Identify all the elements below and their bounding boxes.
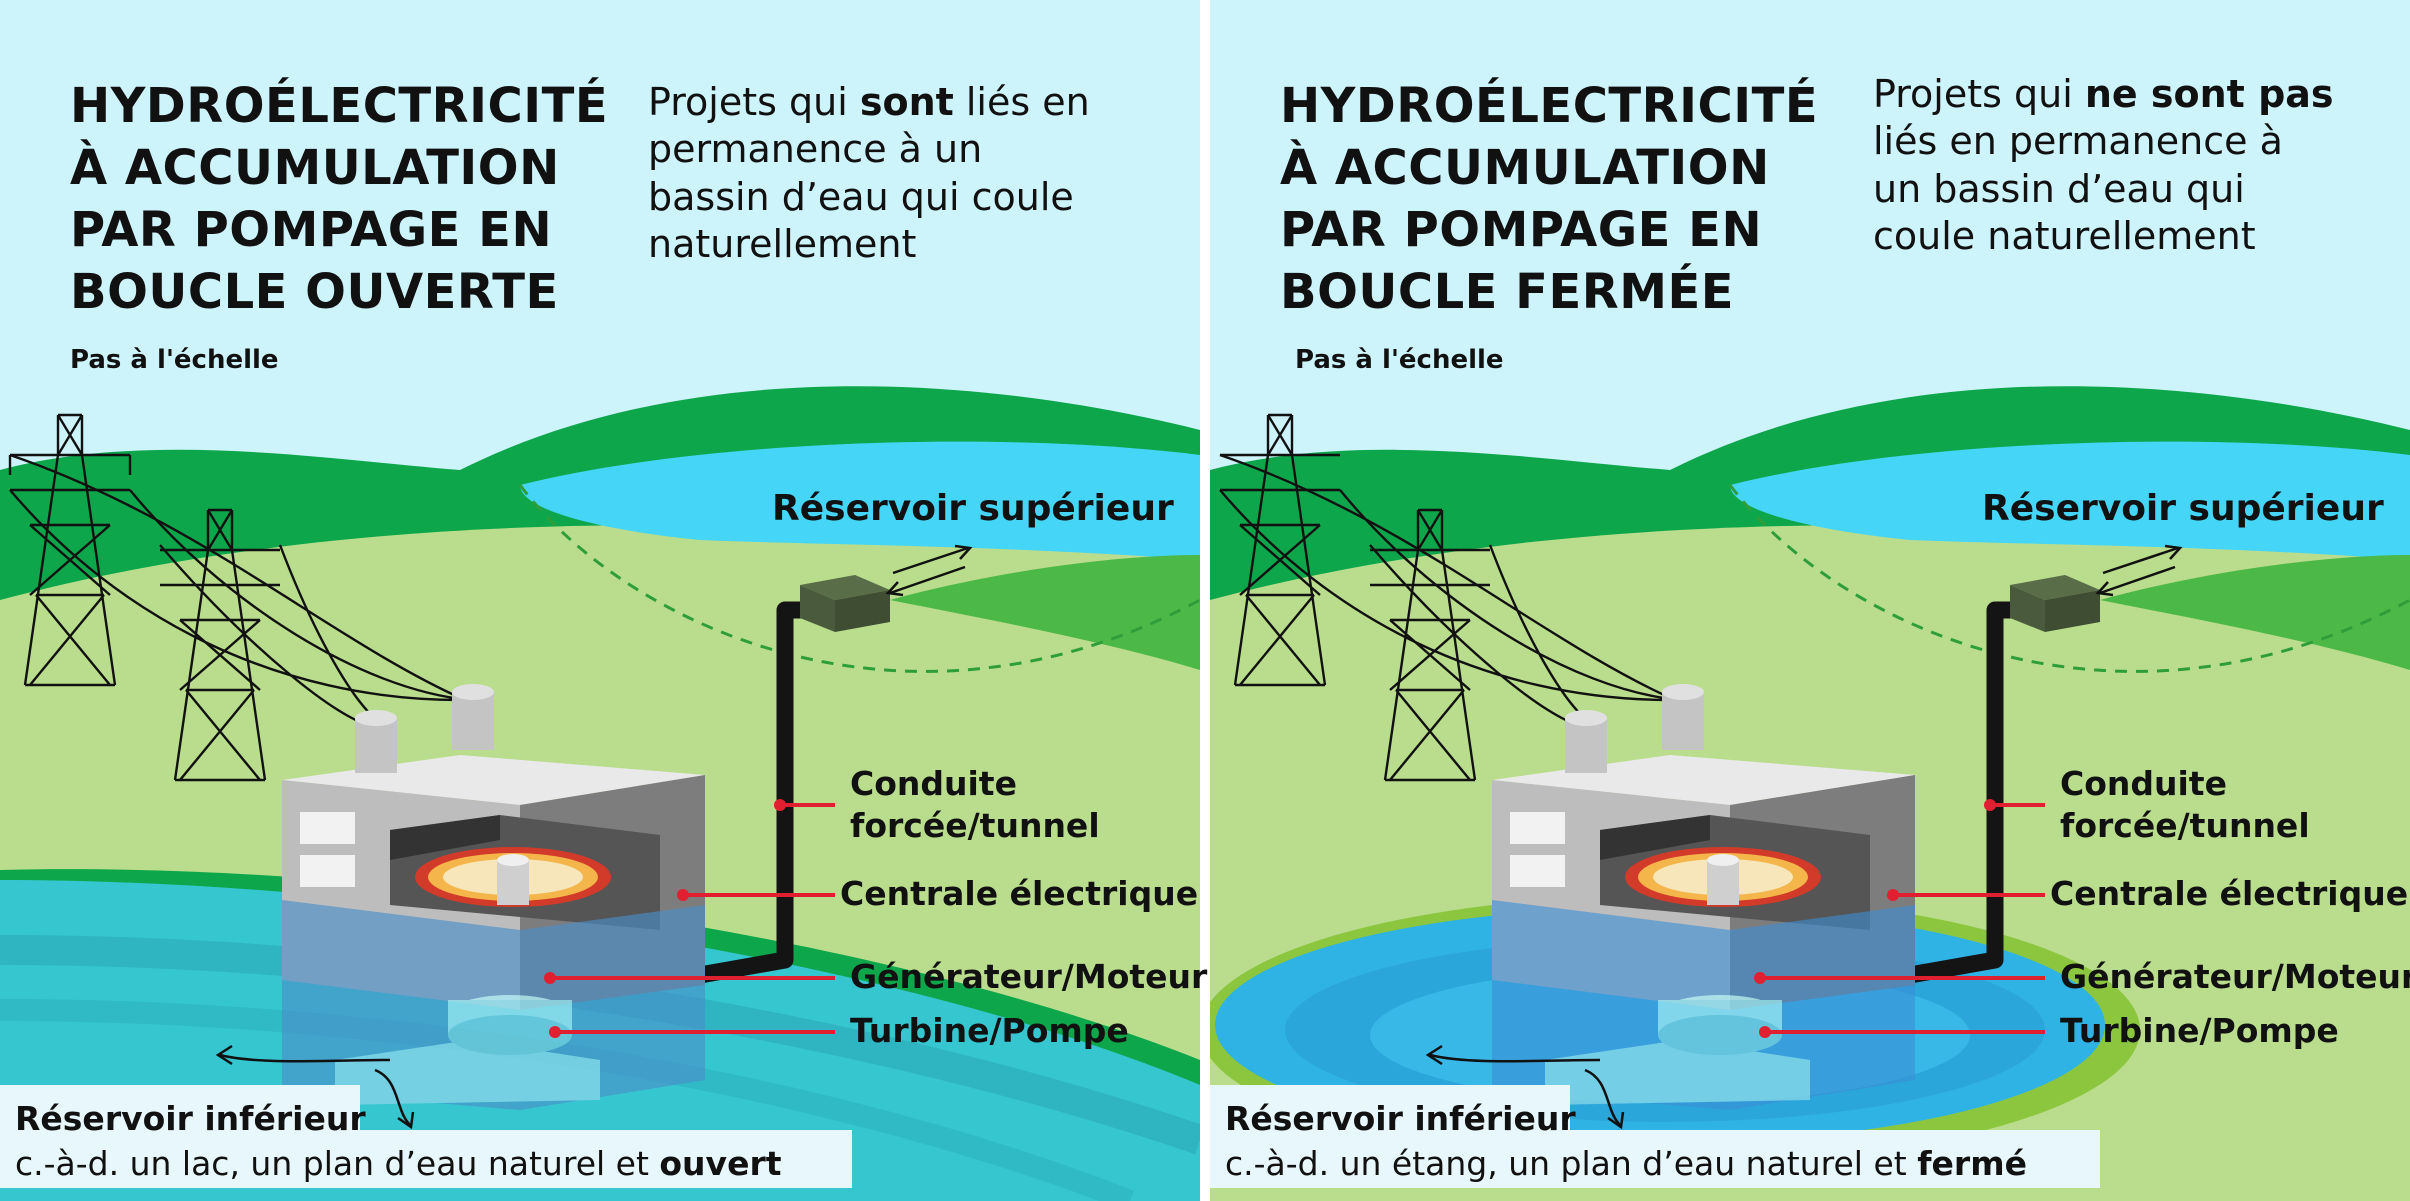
pointer-dots [544, 799, 786, 1038]
lower-reservoir-title: Réservoir inférieur [1225, 1099, 1576, 1138]
panel-title-line: À ACCUMULATION [1280, 139, 1770, 196]
panel-open-loop-text: HYDROÉLECTRICITÉ À ACCUMULATION PAR POMP… [15, 77, 1208, 1183]
arrow-icon [2164, 544, 2183, 560]
panel-subtitle-line: permanence à un [648, 127, 982, 171]
arrow-icon [397, 1111, 415, 1130]
panel-title-line: BOUCLE FERMÉE [1280, 263, 1734, 320]
arrow-icon [954, 544, 973, 560]
flow-arrow-icon [374, 1068, 411, 1126]
generator-label: Générateur/Moteur [2060, 957, 2410, 996]
turbine-label: Turbine/Pompe [850, 1011, 1129, 1050]
pylon-icon [160, 508, 280, 782]
upper-reservoir-label: Réservoir supérieur [1982, 488, 2384, 529]
lower-reservoir-desc: c.-à-d. un étang, un plan d’eau naturel … [1225, 1144, 2027, 1183]
penstock-label-line: Conduite [850, 764, 1017, 803]
pylon-icon [8, 413, 132, 687]
arrow-icon [2095, 581, 2114, 597]
lower-label-box [0, 1130, 852, 1188]
pylon-icon [1220, 413, 1340, 687]
label-pointers [550, 803, 835, 1034]
panel-title-line: À ACCUMULATION [70, 139, 560, 196]
power-pylons [1219, 413, 1681, 782]
near-hill [2100, 555, 2410, 670]
panel-subtitle-line: un bassin d’eau qui [1873, 167, 2245, 211]
panel-subtitle-line: coule naturellement [1873, 214, 2256, 258]
label-pointers [1760, 803, 2045, 1034]
panel-closed-loop [1210, 0, 2410, 1201]
panel-subtitle-line: bassin d’eau qui coule [648, 175, 1074, 219]
arrow-icon [2099, 565, 2176, 595]
power-pylons [8, 413, 471, 782]
lower-reservoir-desc: c.-à-d. un lac, un plan d’eau naturel et… [15, 1144, 782, 1183]
arrow-icon [892, 546, 969, 575]
arrow-icon [885, 581, 904, 597]
intake-structure [2010, 575, 2100, 632]
penstock-label-line: forcée/tunnel [2060, 806, 2310, 845]
submerged-machinery [282, 900, 705, 1110]
intake-structure [800, 575, 890, 632]
upper-reservoir-label: Réservoir supérieur [772, 488, 1174, 529]
penstock-label-line: forcée/tunnel [850, 806, 1100, 845]
arrow-icon [1425, 1044, 1443, 1066]
powerhouse-label: Centrale électrique [840, 874, 1198, 913]
submerged-machinery [1492, 900, 1915, 1110]
panel-title-line: BOUCLE OUVERTE [70, 264, 559, 320]
panel-closed-loop-text: HYDROÉLECTRICITÉ À ACCUMULATION PAR POMP… [1225, 72, 2410, 1183]
panel-divider [1200, 0, 1210, 1201]
panel-subtitle-line: naturellement [648, 222, 916, 266]
panel-title-line: PAR POMPAGE EN [70, 202, 552, 258]
lower-label-box [1210, 1130, 2100, 1188]
upper-reservoir-water [1730, 441, 2410, 560]
upper-reservoir-water [520, 441, 1200, 560]
lower-reservoir-title: Réservoir inférieur [15, 1099, 366, 1138]
arrow-icon [1607, 1111, 1625, 1130]
pointer-dots [1754, 799, 1996, 1038]
panel-title-line: PAR POMPAGE EN [1280, 202, 1762, 258]
flow-arrow-icon [219, 1053, 391, 1063]
turbine-label: Turbine/Pompe [2060, 1011, 2339, 1050]
penstock-label-line: Conduite [2060, 764, 2227, 803]
panel-open-loop [0, 0, 1200, 1201]
near-hill [890, 555, 1200, 670]
arrow-icon [215, 1044, 233, 1066]
panel-title-line: HYDROÉLECTRICITÉ [1280, 77, 1818, 134]
panel-subtitle-line: Projets qui sont liés en [648, 80, 1090, 124]
scale-note: Pas à l'échelle [70, 345, 279, 375]
flow-arrow-icon [1429, 1053, 1601, 1063]
panel-subtitle-line: liés en permanence à [1873, 119, 2283, 163]
panel-title-line: HYDROÉLECTRICITÉ [70, 77, 608, 134]
arrow-icon [889, 565, 966, 595]
panel-subtitle-line: Projets qui ne sont pas [1873, 72, 2334, 116]
arrow-icon [2102, 546, 2179, 575]
powerhouse-label: Centrale électrique [2050, 874, 2408, 913]
pylon-icon [1370, 508, 1490, 782]
scale-note: Pas à l'échelle [1295, 345, 1504, 375]
flow-arrow-icon [1584, 1068, 1621, 1126]
generator-label: Générateur/Moteur [850, 957, 1208, 996]
